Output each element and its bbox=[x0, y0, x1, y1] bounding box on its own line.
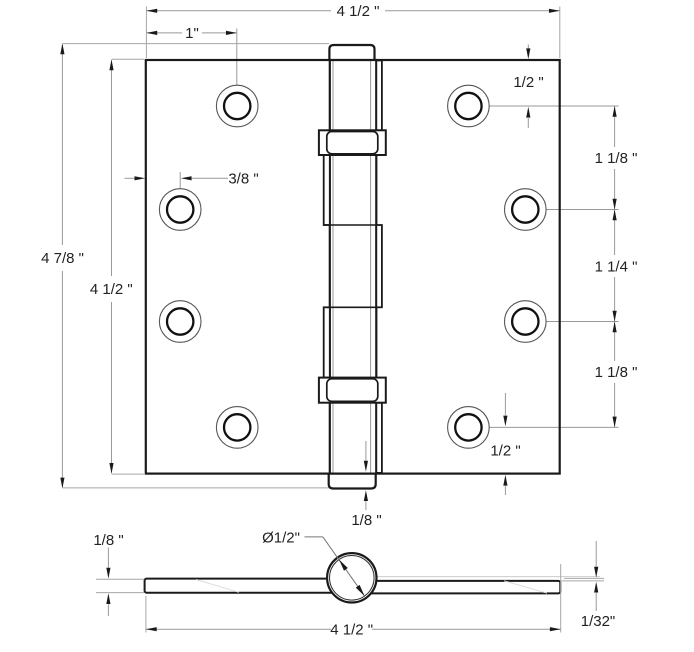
svg-text:4 1/2 ": 4 1/2 " bbox=[90, 281, 133, 298]
svg-text:1/8 ": 1/8 " bbox=[351, 512, 381, 529]
svg-text:1": 1" bbox=[185, 25, 199, 42]
svg-text:1 1/4 ": 1 1/4 " bbox=[595, 258, 638, 275]
svg-text:1 1/8 ": 1 1/8 " bbox=[595, 364, 638, 381]
svg-text:4 1/2 ": 4 1/2 " bbox=[337, 3, 380, 20]
svg-text:4 7/8 ": 4 7/8 " bbox=[41, 250, 84, 267]
svg-text:4 1/2 ": 4 1/2 " bbox=[330, 621, 373, 638]
svg-text:1 1/8 ": 1 1/8 " bbox=[595, 150, 638, 167]
svg-text:3/8 ": 3/8 " bbox=[228, 170, 258, 187]
svg-text:1/2 ": 1/2 " bbox=[513, 74, 543, 91]
svg-text:1/32": 1/32" bbox=[581, 613, 616, 630]
svg-text:1/2 ": 1/2 " bbox=[490, 443, 520, 460]
svg-text:Ø1/2": Ø1/2" bbox=[262, 529, 300, 546]
svg-text:1/8 ": 1/8 " bbox=[93, 532, 123, 549]
